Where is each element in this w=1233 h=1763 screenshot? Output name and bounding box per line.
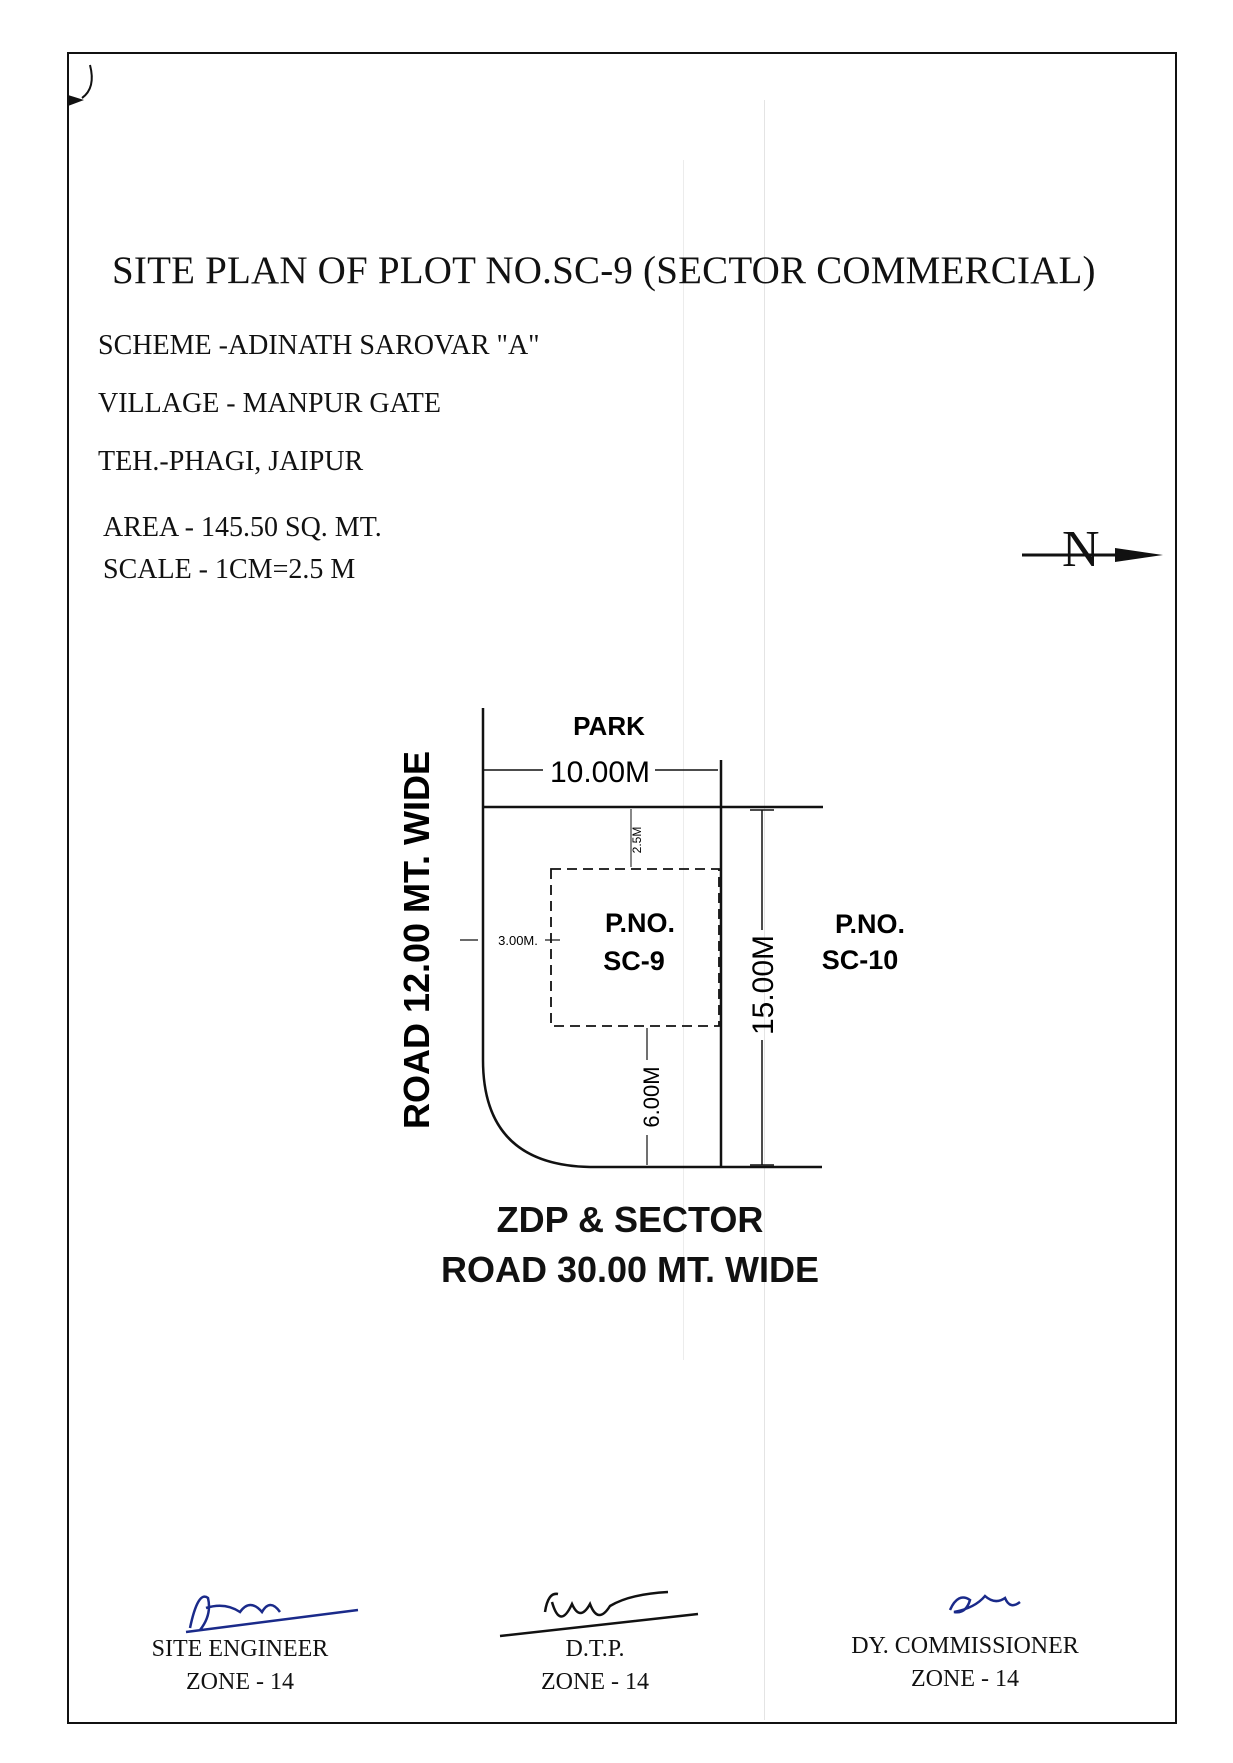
page-title: SITE PLAN OF PLOT NO.SC-9 (SECTOR COMMER…: [112, 249, 1096, 292]
site-engineer-zone: ZONE - 14: [186, 1669, 294, 1695]
north-label: N: [1062, 521, 1100, 578]
plot-label-line1: P.NO.: [605, 908, 675, 938]
area-line: AREA - 145.50 SQ. MT.: [103, 512, 382, 543]
dy-commissioner-zone: ZONE - 14: [911, 1666, 1019, 1692]
dy-commissioner-title: DY. COMMISSIONER: [851, 1633, 1079, 1659]
scan-fold-line: [683, 160, 684, 1360]
scan-fold-line: [764, 100, 765, 1720]
scheme-line: SCHEME -ADINATH SAROVAR "A": [98, 330, 540, 361]
north-arrow: N: [1020, 521, 1165, 580]
depth-dim-label: 15.00M: [747, 935, 780, 1035]
road-bottom-line2: ROAD 30.00 MT. WIDE: [440, 1249, 820, 1290]
setback-bottom-label: 6.00M: [639, 1066, 664, 1127]
site-engineer-title: SITE ENGINEER: [151, 1636, 329, 1662]
tehsil-line: TEH.-PHAGI, JAIPUR: [98, 446, 364, 477]
neighbor-label-line1: P.NO.: [835, 909, 905, 939]
front-dim-label: 10.00M: [550, 756, 650, 789]
village-line: VILLAGE - MANPUR GATE: [98, 388, 441, 419]
setback-left-label: 3.00M.: [498, 933, 538, 948]
road-curve: [481, 1059, 591, 1169]
setback-top-label: 2.5M: [630, 827, 644, 854]
plot-label-line2: SC-9: [603, 946, 665, 976]
road-bottom-label: ZDP & SECTOR ROAD 30.00 MT. WIDE: [400, 1195, 860, 1295]
dtp-block: D.T.P. ZONE - 14: [500, 1633, 690, 1699]
park-label: PARK: [573, 711, 645, 741]
building-footprint: [550, 868, 720, 1027]
scale-line: SCALE - 1CM=2.5 M: [103, 554, 356, 585]
dtp-zone: ZONE - 14: [541, 1669, 649, 1695]
page-border: [67, 52, 1177, 1724]
neighbor-label-line2: SC-10: [822, 945, 899, 975]
site-engineer-block: SITE ENGINEER ZONE - 14: [120, 1633, 360, 1699]
road-bottom-line1: ZDP & SECTOR: [496, 1199, 764, 1240]
road-left-label: ROAD 12.00 MT. WIDE: [396, 751, 437, 1129]
dtp-title: D.T.P.: [565, 1636, 625, 1662]
dy-commissioner-block: DY. COMMISSIONER ZONE - 14: [830, 1630, 1100, 1696]
north-arrow-icon: [1022, 548, 1163, 562]
